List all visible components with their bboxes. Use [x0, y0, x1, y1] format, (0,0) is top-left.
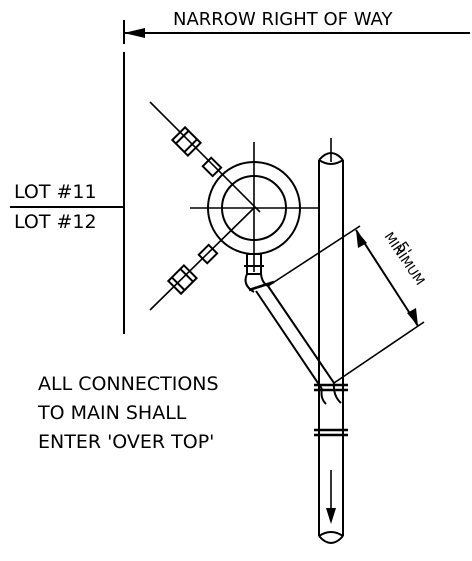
lower-fitting-band [171, 276, 186, 291]
flow-arrow-head [326, 508, 336, 524]
meter-riser [244, 253, 269, 293]
upper-fitting-band [175, 130, 190, 145]
dim-arrow-top [356, 230, 367, 248]
service-pipe-edge-right [267, 285, 335, 384]
water-main [314, 138, 348, 544]
service-pipe-clamp [248, 280, 275, 292]
lot-labels: LOT #11 LOT #12 [10, 181, 124, 233]
lower-fitting-body [166, 263, 199, 296]
minimum-distance-dimension: 5' MINIMUM [267, 225, 427, 384]
lot-lower-label: LOT #12 [14, 211, 97, 233]
right-of-way-dimension: NARROW RIGHT OF WAY [123, 9, 470, 44]
upper-fitting-coupling [201, 156, 223, 178]
lot-upper-label: LOT #11 [14, 181, 97, 203]
note-line-3: ENTER 'OVER TOP' [38, 431, 214, 453]
lower-fitting-coupling [197, 243, 219, 265]
service-line-upper [149, 101, 261, 213]
note-line-1: ALL CONNECTIONS [38, 373, 219, 395]
upper-fitting [170, 125, 223, 178]
dim-line [355, 229, 419, 327]
note-line-2: TO MAIN SHALL [37, 402, 187, 424]
dim-extension-lower [333, 321, 425, 384]
main-break-top-inner [318, 159, 344, 165]
main-break-bottom-inner [318, 531, 344, 537]
dim-extension-upper [267, 225, 361, 287]
upper-fitting-body [170, 125, 203, 158]
lower-fitting-band [179, 268, 194, 283]
right-of-way-label: NARROW RIGHT OF WAY [173, 9, 393, 30]
service-pipe-edge-left [255, 290, 323, 390]
main-break-bottom [318, 535, 344, 544]
meter-box [149, 101, 318, 311]
lower-fitting [166, 243, 219, 296]
right-of-way-arrowhead [124, 28, 145, 38]
dim-arrow-bottom [407, 308, 418, 326]
riser-elbow-left [244, 273, 255, 293]
riser-pipe [246, 253, 262, 275]
upper-fitting-band [183, 138, 198, 153]
connection-note: ALL CONNECTIONS TO MAIN SHALL ENTER 'OVE… [37, 373, 219, 453]
